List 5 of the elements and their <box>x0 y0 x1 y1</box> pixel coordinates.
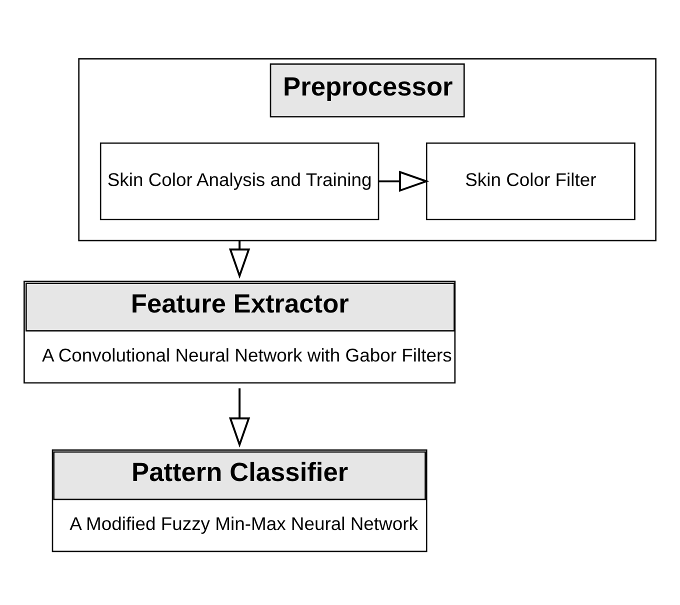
node-box: Skin Color Filter <box>426 142 636 220</box>
arrow <box>228 240 250 279</box>
arrow <box>378 170 430 192</box>
arrow <box>228 388 250 448</box>
node-box: Skin Color Analysis and Training <box>100 142 380 220</box>
